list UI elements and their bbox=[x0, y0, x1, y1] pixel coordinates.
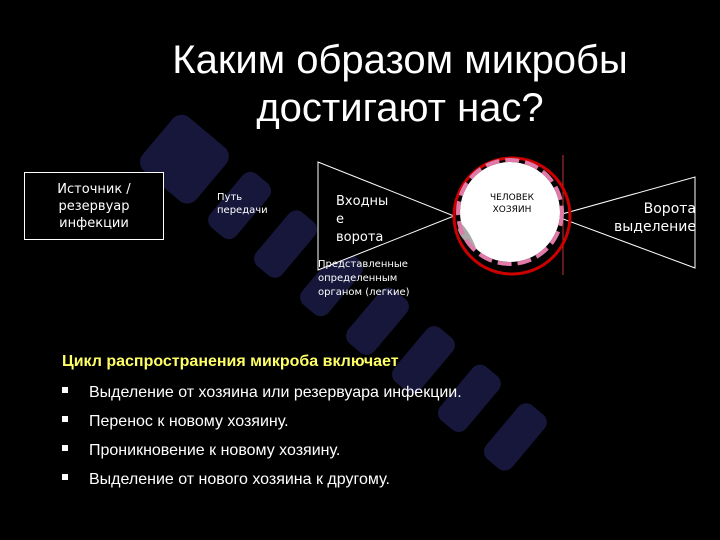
cycle-heading: Цикл распространения микроба включает bbox=[62, 353, 399, 370]
transmission-path-label: Путь передачи bbox=[217, 191, 268, 217]
title-line-1: Каким образом микробы bbox=[172, 38, 628, 82]
list-item-text: Перенос к новому хозяину. bbox=[89, 413, 289, 430]
path-line-1: Путь bbox=[217, 192, 243, 203]
organ-line-1: Представленные bbox=[318, 259, 408, 270]
host-circle bbox=[460, 162, 560, 262]
source-reservoir-box: Источник / резервуар инфекции bbox=[24, 172, 164, 240]
square-bullet-icon bbox=[62, 387, 68, 393]
exit-line-1: Ворота bbox=[643, 201, 696, 217]
exit-line-2: выделение bbox=[613, 219, 696, 235]
exit-gate-label: Ворота выделение bbox=[592, 200, 696, 236]
host-line-1: ЧЕЛОВЕК bbox=[490, 193, 534, 203]
entry-line-1: Входны bbox=[336, 194, 389, 209]
square-bullet-icon bbox=[62, 474, 68, 480]
square-bullet-icon bbox=[62, 445, 68, 451]
host-dashed-ring bbox=[456, 158, 564, 266]
title-line-2: достигают нас? bbox=[256, 86, 544, 130]
source-label: Источник / резервуар инфекции bbox=[57, 181, 131, 231]
path-line-2: передачи bbox=[217, 205, 268, 216]
list-item-text: Проникновение к новому хозяину. bbox=[89, 442, 341, 459]
list-item: Проникновение к новому хозяину. bbox=[62, 436, 462, 465]
list-item: Перенос к новому хозяину. bbox=[62, 407, 462, 436]
organ-label: Представленные определенным органом (лег… bbox=[318, 258, 438, 300]
entry-line-3: ворота bbox=[336, 230, 384, 245]
host-label: ЧЕЛОВЕК ХОЗЯИН bbox=[476, 192, 548, 216]
entry-gate-triangle bbox=[317, 161, 456, 271]
square-bullet-icon bbox=[62, 416, 68, 422]
exit-gate-triangle bbox=[553, 176, 696, 269]
list-item: Выделение от нового хозяина к другому. bbox=[62, 465, 462, 494]
organ-line-3: органом (легкие) bbox=[318, 287, 410, 298]
organ-line-2: определенным bbox=[318, 273, 398, 284]
list-item-text: Выделение от хозяина или резервуара инфе… bbox=[89, 384, 462, 401]
host-line-2: ХОЗЯИН bbox=[492, 205, 532, 215]
cycle-list: Выделение от хозяина или резервуара инфе… bbox=[62, 378, 462, 494]
entry-line-2: е bbox=[336, 212, 344, 227]
page-title: Каким образом микробы достигают нас? bbox=[120, 36, 680, 132]
list-item-text: Выделение от нового хозяина к другому. bbox=[89, 471, 390, 488]
entry-gate-label: Входны е ворота bbox=[336, 193, 406, 247]
host-red-ring bbox=[452, 156, 572, 276]
list-item: Выделение от хозяина или резервуара инфе… bbox=[62, 378, 462, 407]
